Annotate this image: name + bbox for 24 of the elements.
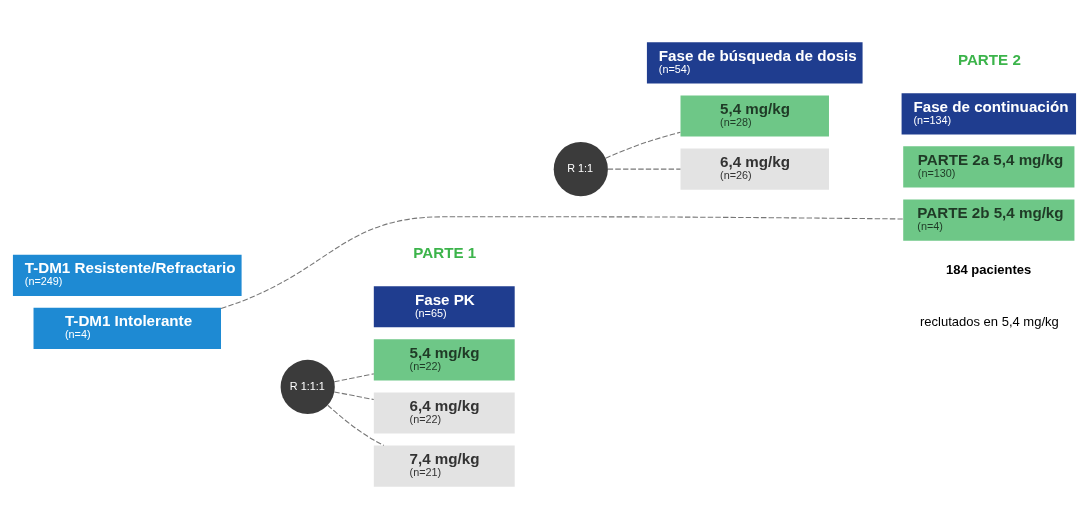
node-box: 6,4 mg/kg (n=22) xyxy=(373,391,515,434)
node-box: Fase de búsqueda de dosis (n=54) xyxy=(646,41,863,83)
connector xyxy=(605,131,681,159)
connector xyxy=(333,390,375,400)
node-box: Fase de continuación (n=134) xyxy=(901,92,1077,134)
node-box: T-DM1 Intolerante (n=4) xyxy=(33,307,221,349)
connector xyxy=(333,372,375,382)
node-box: PARTE 2a 5,4 mg/kg (n=130) xyxy=(903,145,1075,188)
node-box: 5,4 mg/kg (n=22) xyxy=(373,338,515,380)
node-circle: R 1:1:1 xyxy=(280,359,335,414)
node-box: Fase PK (n=65) xyxy=(373,285,515,327)
node-label: 184 pacientes xyxy=(946,261,1032,277)
node-box: 7,4 mg/kg (n=21) xyxy=(373,445,515,487)
connector xyxy=(220,215,904,309)
node-box: PARTE 2b 5,4 mg/kg (n=4) xyxy=(903,199,1075,241)
connector xyxy=(607,168,681,170)
label: PARTE 1 xyxy=(413,243,477,261)
label: PARTE 2 xyxy=(957,50,1021,68)
connector xyxy=(327,404,385,446)
node-box: 6,4 mg/kg (n=26) xyxy=(680,148,829,190)
node-label: reclutados en 5,4 mg/kg xyxy=(920,313,1059,329)
node-circle: R 1:1 xyxy=(553,141,608,196)
node-box: 5,4 mg/kg (n=28) xyxy=(680,94,829,137)
node-box: T-DM1 Resistente/Refractario (n=249) xyxy=(12,254,242,296)
